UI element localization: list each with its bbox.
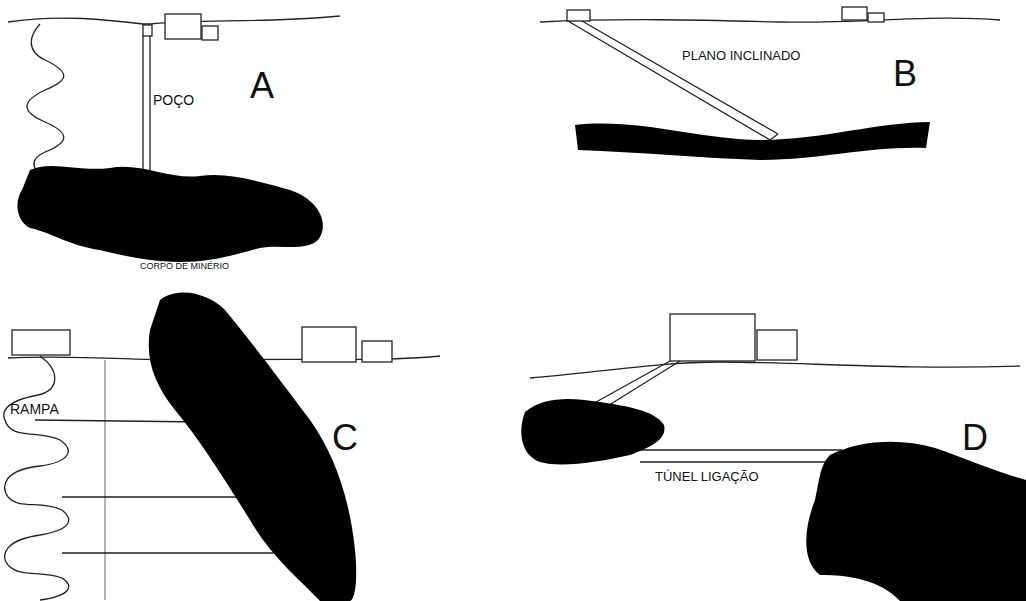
winding-ramp — [27, 24, 64, 182]
shaft — [143, 36, 150, 185]
ramp-label: RAMPA — [10, 402, 59, 416]
building — [302, 327, 356, 362]
building — [567, 10, 590, 21]
building — [842, 7, 867, 20]
spiral-ramp — [4, 356, 69, 600]
building — [670, 314, 755, 361]
panel-letter: D — [962, 420, 988, 456]
building — [202, 26, 218, 40]
ground-line — [540, 18, 1000, 22]
building — [757, 330, 797, 360]
ore-body — [521, 399, 664, 465]
ore-body — [149, 293, 356, 601]
ore-body-label: CORPO DE MINÉRIO — [140, 262, 229, 271]
building — [362, 341, 392, 362]
building — [12, 330, 70, 355]
connection-tunnel — [640, 450, 842, 462]
building — [165, 14, 201, 39]
building — [868, 13, 884, 22]
panel-letter: A — [250, 68, 274, 104]
building — [143, 25, 152, 36]
ore-body — [806, 442, 1026, 601]
shaft-label: POÇO — [153, 93, 194, 107]
ventilation-shaft — [104, 360, 105, 600]
panel-letter: B — [893, 56, 917, 92]
ore-body — [17, 166, 322, 262]
ore-body — [575, 122, 930, 160]
tunnel-label: TÚNEL LIGAÇÃO — [655, 470, 759, 483]
inclined-plane-label: PLANO INCLINADO — [682, 49, 800, 62]
panel-letter: C — [332, 420, 358, 456]
ground-line — [530, 362, 1020, 378]
inclined-plane — [568, 21, 778, 140]
